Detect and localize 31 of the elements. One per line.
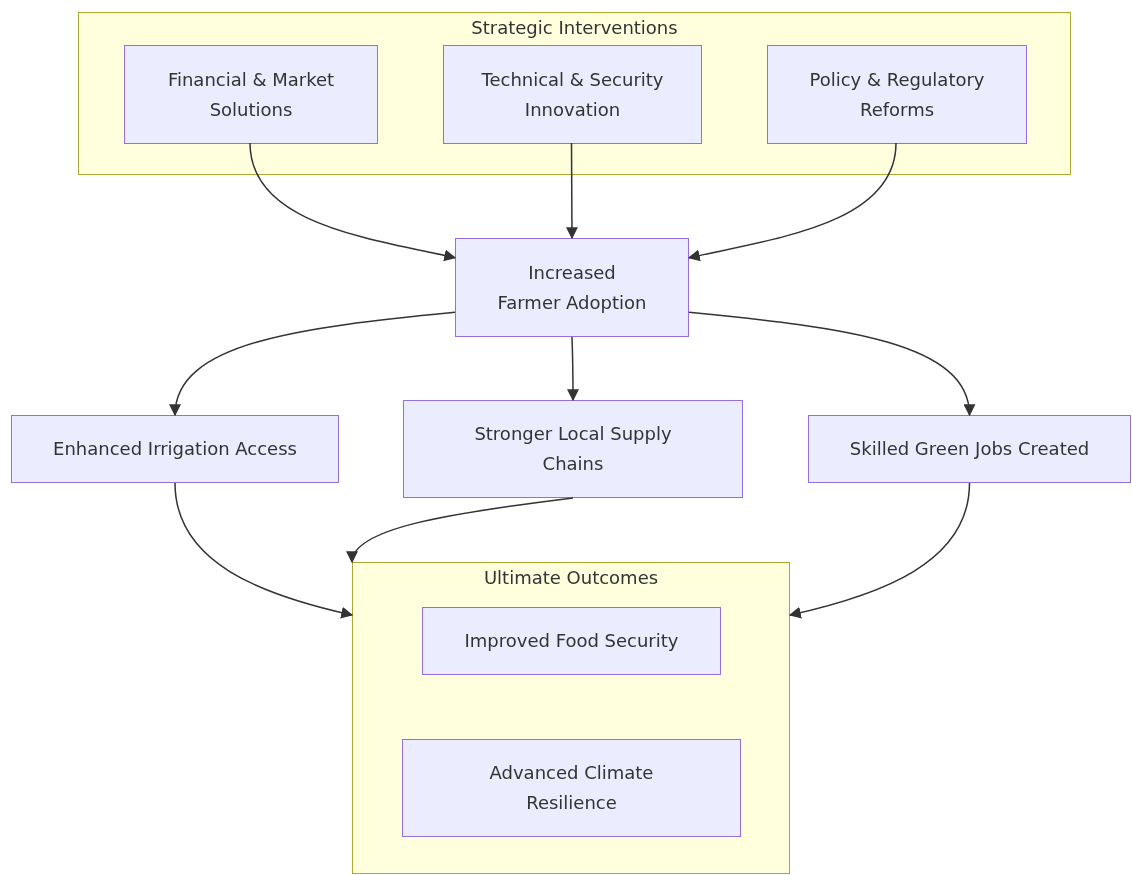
arrow	[174, 482, 354, 619]
arrow	[170, 311, 456, 417]
node-label: Enhanced Irrigation Access	[53, 437, 297, 461]
arrow	[688, 311, 974, 417]
process-box	[124, 45, 378, 144]
group-title: Ultimate Outcomes	[483, 566, 659, 590]
arrow	[687, 142, 897, 262]
node-label: Improved Food Security	[464, 629, 679, 653]
group-title: Strategic Interventions	[471, 16, 678, 40]
process-box	[808, 415, 1131, 483]
arrow	[348, 497, 574, 564]
node-label: Policy & Regulatory Reforms	[808, 67, 986, 122]
process-box	[11, 415, 339, 483]
node-label: Advanced Climate Resilience	[488, 761, 655, 815]
process-box	[422, 607, 721, 675]
node-label: Financial & Market Solutions	[166, 67, 336, 122]
group-box	[78, 12, 1071, 175]
arrow	[565, 142, 578, 240]
node-label: Stronger Local Supply Chains	[473, 422, 673, 476]
arrow	[567, 336, 579, 402]
process-box	[455, 238, 689, 337]
process-box	[403, 400, 743, 498]
arrow	[788, 482, 971, 619]
process-box	[767, 45, 1027, 144]
node-label: Technical & Security Innovation	[480, 67, 665, 122]
process-box	[443, 45, 702, 144]
node-label: Increased Farmer Adoption	[497, 260, 647, 315]
group-box	[352, 562, 790, 874]
process-box	[402, 739, 741, 837]
node-label: Skilled Green Jobs Created	[849, 437, 1090, 461]
arrow	[249, 142, 457, 262]
